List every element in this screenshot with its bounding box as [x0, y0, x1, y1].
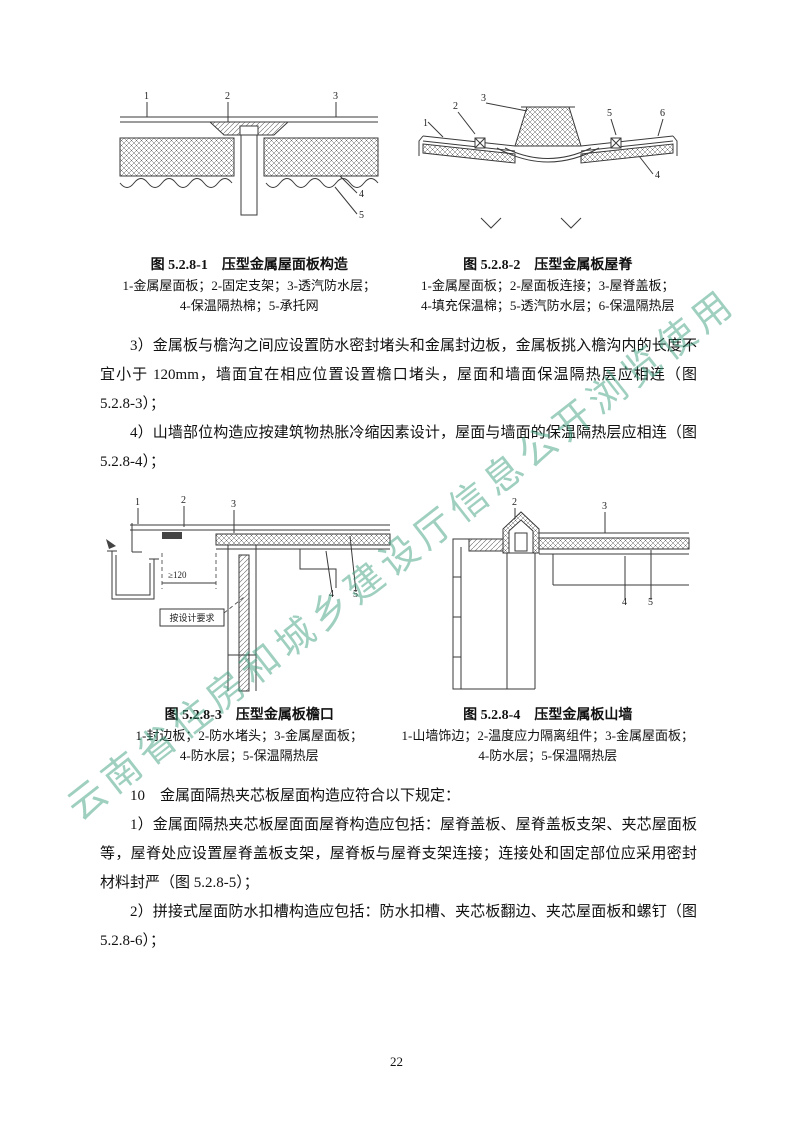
insulation-layer: [119, 137, 379, 177]
page-number: 22: [390, 1054, 403, 1069]
figure-caption: 图 5.2.8-2 压型金属板屋脊: [463, 258, 633, 273]
eave-detail-diagram: 1 2 3 4 5: [106, 495, 391, 692]
design-note-box: 按设计要求: [159, 596, 245, 627]
clause-10: 10 金属面隔热夹芯板屋面构造应符合以下规定：: [130, 788, 461, 804]
figure-label: 5: [353, 589, 358, 600]
dimension-120: ≥120: [161, 553, 217, 589]
wall-section: [227, 545, 257, 692]
break-marks: [480, 217, 582, 229]
clause-10-1: 1）金属面隔热夹芯板屋面面屋脊构造应包括：屋脊盖板、屋脊盖板支架、夹芯屋面板等，…: [100, 817, 697, 891]
figure-caption: 图 5.2.8-3 压型金属板檐口: [164, 708, 334, 723]
figure-5-2-8-1: 1 2 3 4 5: [100, 88, 399, 316]
figure-legend-line: 4-防水层；5-保温隔热层: [478, 748, 618, 763]
figure-legend-line: 1-金属屋面板；2-屋面板连接；3-屋脊盖板；: [421, 278, 675, 293]
design-note-text: 按设计要求: [170, 612, 215, 623]
figure-label: 1: [144, 91, 149, 102]
figure-label: 3: [333, 91, 338, 102]
roof-assembly: [538, 532, 690, 586]
figure-legend-line: 1-封边板；2-防水堵头；3-金属屋面板；: [135, 728, 364, 743]
metal-roof-sheet: [120, 116, 379, 123]
figure-5-2-8-3: 1 2 3 4 5: [100, 493, 399, 766]
figure-label: 4: [329, 589, 334, 600]
figure-label: 3: [481, 93, 486, 104]
figure-5-2-8-2: 1 2 3 4 5 6: [399, 88, 698, 316]
figure-label: 2: [181, 495, 186, 506]
figure-label: 3: [231, 499, 236, 510]
dimension-text: ≥120: [168, 570, 187, 580]
figure-caption: 图 5.2.8-4 压型金属板山墙: [463, 708, 633, 723]
gutter: [106, 539, 160, 600]
figure-label: 6: [660, 108, 665, 119]
clause-10-2: 2）拼接式屋面防水扣槽构造应包括：防水扣槽、夹芯板翻边、夹芯屋面板和螺钉（图 5…: [100, 904, 697, 949]
fixed-bracket: [208, 121, 290, 216]
figure-legend-line: 4-填充保温棉；5-透汽防水层；6-保温隔热层: [421, 298, 675, 313]
figure-label: 1: [135, 497, 140, 508]
gable-cladding: [452, 538, 507, 690]
leader-lines: 2 3 4 5: [512, 497, 653, 608]
left-roof-panel: [418, 135, 516, 164]
figure-legend-line: 1-山墙饰边；2-温度应力隔离组件；3-金属屋面板；: [401, 728, 695, 743]
figure-label: 2: [512, 497, 517, 508]
figure-caption: 图 5.2.8-1 压型金属屋面板构造: [150, 258, 348, 273]
figure-label: 4: [655, 170, 660, 181]
section-10: 10 金属面隔热夹芯板屋面构造应符合以下规定： 1）金属面隔热夹芯板屋面面屋脊构…: [100, 782, 697, 956]
support-mesh: [119, 178, 379, 188]
figure-label: 4: [622, 597, 627, 608]
clauses-3-4: 3）金属板与檐沟之间应设置防水密封堵头和金属封边板，金属板挑入檐沟内的长度不宜小…: [100, 332, 697, 477]
figure-label: 4: [359, 189, 364, 200]
leader-lines: 1 2 3 4 5 6: [423, 93, 665, 181]
figure-5-2-8-4: 2 3 4 5: [399, 493, 698, 766]
clause-4: 4）山墙部位构造应按建筑物热胀冷缩因素设计，屋面与墙面的保温隔热层应相连（图 5…: [100, 425, 697, 470]
figure-label: 1: [423, 118, 428, 129]
figure-label: 5: [359, 210, 364, 221]
figure-legend-line: 4-保温隔热棉；5-承托网: [179, 298, 319, 313]
figure-label: 3: [602, 501, 607, 512]
waterproof-layer: [215, 533, 391, 588]
gable-detail-diagram: 2 3 4 5: [452, 497, 690, 690]
roof-ridge-diagram: 1 2 3 4 5 6: [418, 93, 678, 229]
wall-section: [506, 553, 536, 690]
figure-label: 2: [225, 91, 230, 102]
figure-legend-line: 4-防水层；5-保温隔热层: [179, 748, 319, 763]
figure-row-2: 1 2 3 4 5: [100, 493, 697, 766]
clause-3: 3）金属板与檐沟之间应设置防水密封堵头和金属封边板，金属板挑入檐沟内的长度不宜小…: [100, 338, 697, 412]
figure-label: 5: [607, 108, 612, 119]
leader-lines: 1 2 3 4 5: [135, 495, 358, 600]
gable-trim-cap: [502, 511, 540, 554]
figure-label: 5: [648, 597, 653, 608]
figure-label: 2: [453, 101, 458, 112]
figure-legend-line: 1-金属屋面板；2-固定支架；3-透汽防水层；: [122, 278, 377, 293]
roof-panel-construction-diagram: 1 2 3 4 5: [119, 91, 379, 221]
right-roof-panel: [580, 135, 678, 164]
figure-row-1: 1 2 3 4 5: [100, 88, 697, 316]
eave-roof-sheet: [130, 523, 391, 553]
